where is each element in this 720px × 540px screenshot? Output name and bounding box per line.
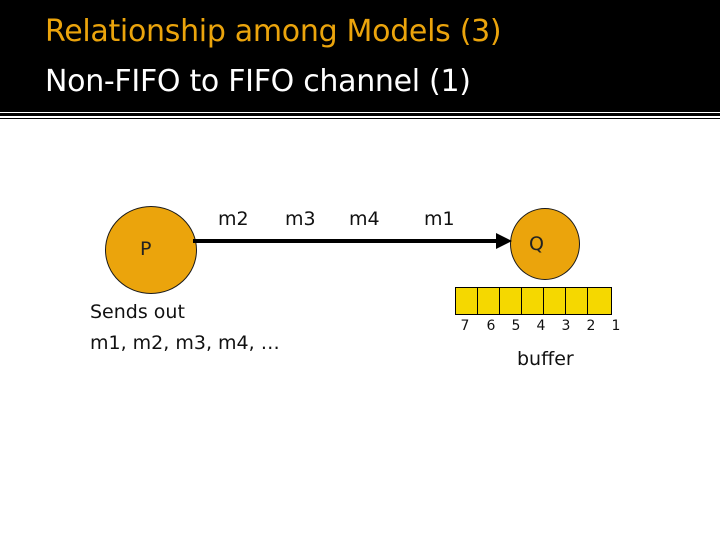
- title-divider-thick: [0, 113, 720, 116]
- title-divider-thin: [0, 118, 720, 119]
- buffer-label: buffer: [517, 348, 574, 370]
- buffer-slot: [478, 288, 500, 314]
- channel-message: m4: [349, 208, 380, 230]
- buffer-index: 1: [611, 318, 621, 334]
- buffer-slot: [544, 288, 566, 314]
- buffer-slot: [566, 288, 588, 314]
- channel-message: m3: [285, 208, 316, 230]
- sender-caption-line2: m1, m2, m3, m4, …: [90, 332, 280, 354]
- buffer-slot: [522, 288, 544, 314]
- buffer-slot: [588, 288, 611, 314]
- buffer-slot: [456, 288, 478, 314]
- buffer-slot: [500, 288, 522, 314]
- slide-title: Relationship among Models (3): [45, 14, 502, 49]
- channel-message: m1: [424, 208, 455, 230]
- slide-subtitle: Non-FIFO to FIFO channel (1): [45, 64, 471, 99]
- buffer-index: 7: [460, 318, 470, 334]
- process-p-label: P: [140, 238, 152, 260]
- process-p-node: [105, 206, 197, 294]
- buffer: [455, 287, 612, 315]
- process-q-node: [510, 208, 580, 280]
- sender-caption-line1: Sends out: [90, 301, 185, 323]
- title-bar: Relationship among Models (3) Non-FIFO t…: [0, 0, 720, 112]
- buffer-index: 4: [536, 318, 546, 334]
- buffer-index: 2: [586, 318, 596, 334]
- channel-arrow-head: [496, 233, 512, 249]
- buffer-index: 5: [511, 318, 521, 334]
- buffer-index: 3: [561, 318, 571, 334]
- process-q-label: Q: [529, 233, 544, 255]
- channel-message: m2: [218, 208, 249, 230]
- channel-line: [193, 239, 499, 243]
- buffer-index: 6: [486, 318, 496, 334]
